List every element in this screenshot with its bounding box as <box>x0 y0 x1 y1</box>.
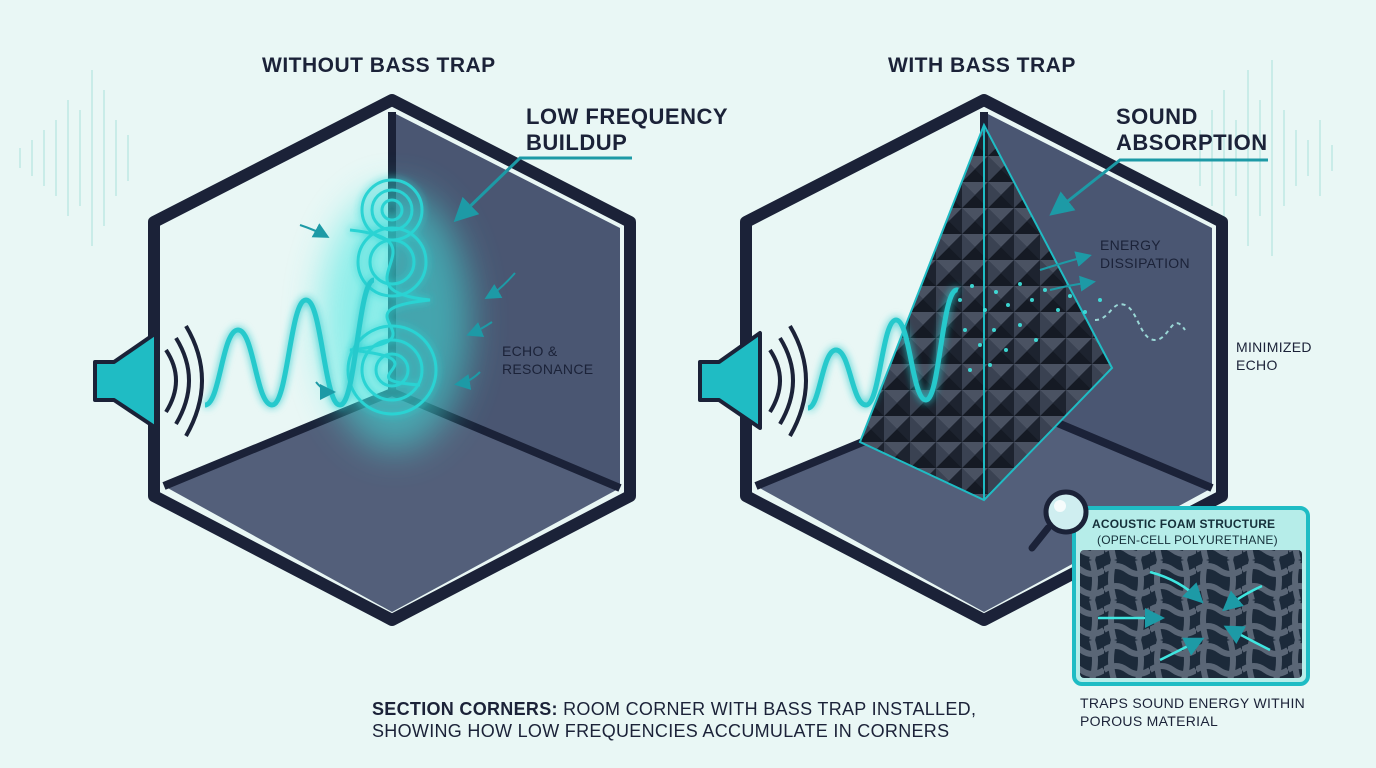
foam-note-line1: TRAPS SOUND ENERGY WITHIN <box>1080 695 1306 711</box>
right-panel-title: WITH BASS TRAP <box>888 54 1076 77</box>
energy-dissipation-label: ENERGY DISSIPATION <box>1100 236 1190 272</box>
bass-trap-pyramid <box>858 122 1114 502</box>
left-callout-label: LOW FREQUENCY BUILDUP <box>526 104 728 156</box>
caption-bold: SECTION CORNERS: <box>372 699 558 719</box>
minimized-echo-line2: ECHO <box>1236 357 1278 373</box>
echo-resonance-label: ECHO & RESONANCE <box>502 342 593 378</box>
caption-line1: ROOM CORNER WITH BASS TRAP INSTALLED, <box>557 699 977 719</box>
minimized-echo-line1: MINIMIZED <box>1236 339 1312 355</box>
echo-line1: ECHO & <box>502 343 558 359</box>
right-callout-line2: ABSORPTION <box>1116 130 1268 155</box>
left-resonance-glow <box>203 178 516 450</box>
foam-inset <box>1072 506 1310 686</box>
foam-inset-subtitle: (OPEN-CELL POLYURETHANE) <box>1097 533 1278 547</box>
speaker-icon-right <box>698 324 808 437</box>
right-callout-leader <box>1049 158 1268 216</box>
foam-inset-note: TRAPS SOUND ENERGY WITHIN POROUS MATERIA… <box>1080 694 1305 730</box>
caption-line2: SHOWING HOW LOW FREQUENCIES ACCUMULATE I… <box>372 721 950 741</box>
energy-line1: ENERGY <box>1100 237 1161 253</box>
right-callout-label: SOUND ABSORPTION <box>1116 104 1268 156</box>
right-room-hex-frame <box>740 94 1228 626</box>
echo-line2: RESONANCE <box>502 361 594 377</box>
right-sound-wave <box>806 251 1186 411</box>
magnifier-icon <box>1028 489 1089 552</box>
speaker-icon <box>93 324 204 437</box>
diagram-caption: SECTION CORNERS: ROOM CORNER WITH BASS T… <box>372 698 976 742</box>
left-room-floor <box>164 392 620 612</box>
background-waveform <box>19 60 1333 256</box>
left-room-hex-frame <box>148 94 636 626</box>
left-callout-leader <box>453 156 632 223</box>
left-callout-line2: BUILDUP <box>526 130 628 155</box>
right-callout-line1: SOUND <box>1116 104 1198 129</box>
foam-note-line2: POROUS MATERIAL <box>1080 713 1219 729</box>
foam-inset-title: ACOUSTIC FOAM STRUCTURE <box>1092 517 1276 531</box>
minimized-echo-label: MINIMIZED ECHO <box>1236 338 1312 374</box>
left-callout-line1: LOW FREQUENCY <box>526 104 729 129</box>
left-panel-title: WITHOUT BASS TRAP <box>262 54 496 77</box>
energy-line2: DISSIPATION <box>1100 255 1190 271</box>
left-sound-wave <box>203 277 376 408</box>
